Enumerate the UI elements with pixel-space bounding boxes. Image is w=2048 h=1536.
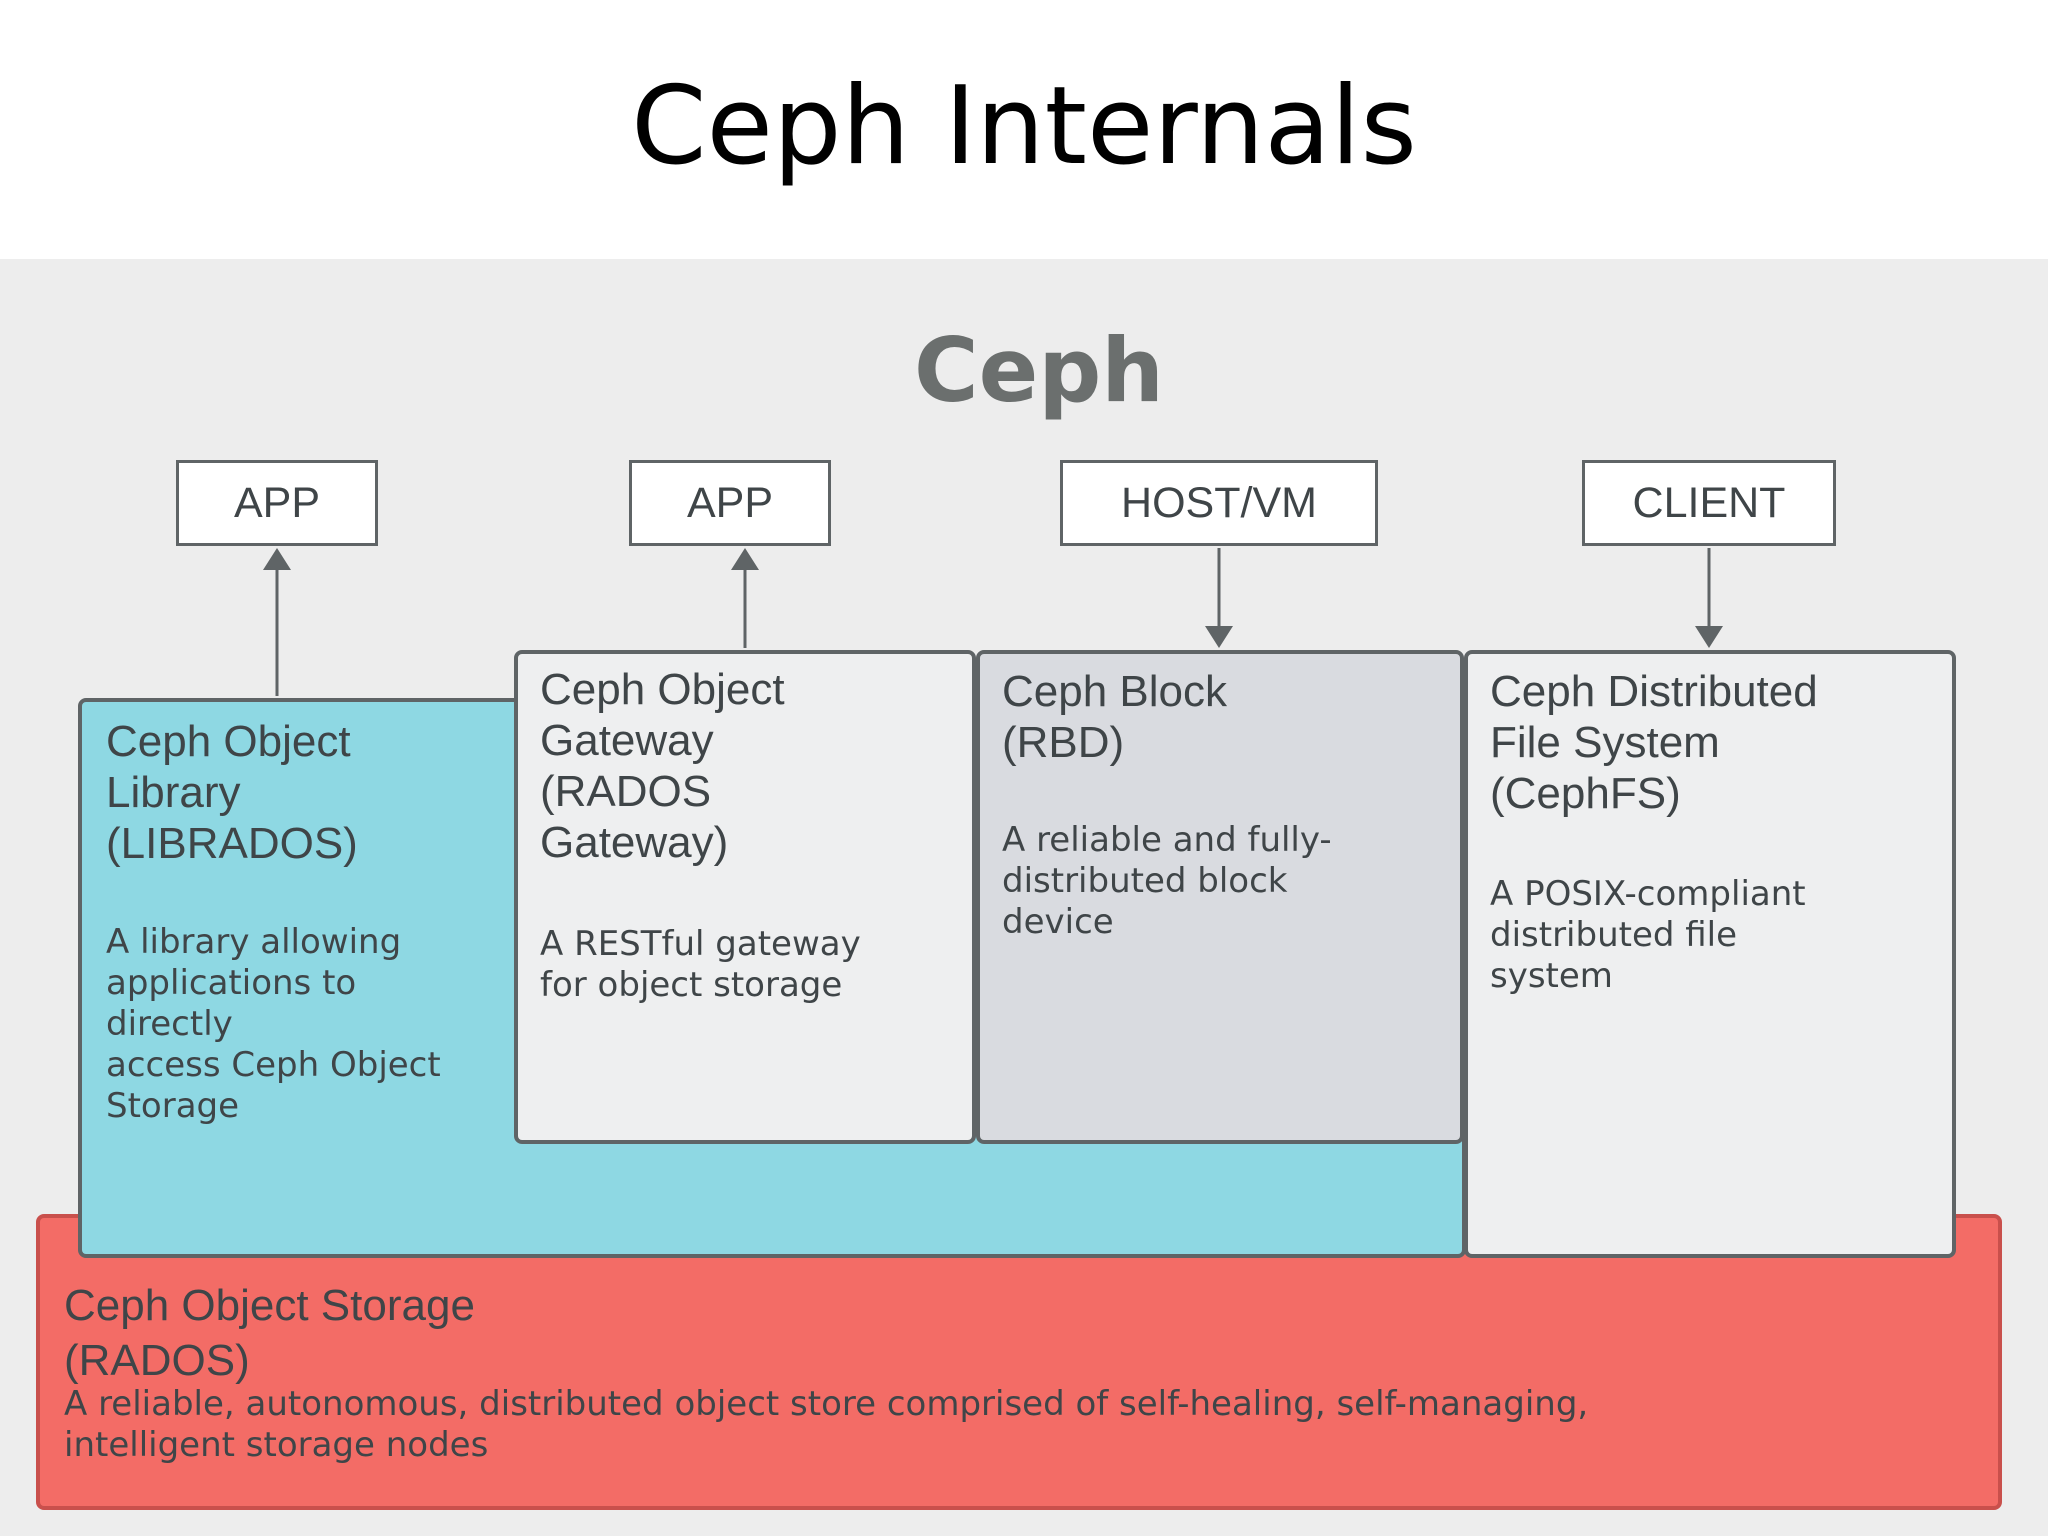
radosgw-box — [514, 650, 976, 1144]
endpoint-client: CLIENT — [1582, 460, 1836, 546]
endpoint-app-gateway: APP — [629, 460, 831, 546]
cephfs-title: Ceph Distributed File System (CephFS) — [1490, 667, 1818, 818]
librados-title: Ceph Object Library (LIBRADOS) — [106, 717, 358, 868]
radosgw-title: Ceph Object Gateway (RADOS Gateway) — [540, 665, 785, 867]
cephfs-box — [1464, 650, 1956, 1258]
rados-box — [36, 1214, 2002, 1510]
rbd-title: Ceph Block (RBD) — [1002, 667, 1228, 767]
rbd-description: A reliable and fully- distributed block … — [1002, 820, 1332, 942]
diagram-heading: Ceph — [914, 319, 1164, 422]
rbd-box — [976, 650, 1464, 1144]
rados-title: Ceph Object Storage (RADOS) — [64, 1281, 475, 1385]
cephfs-description: A POSIX-compliant distributed file syste… — [1490, 874, 1806, 996]
slide-title: Ceph Internals — [631, 64, 1417, 189]
endpoint-host-vm: HOST/VM — [1060, 460, 1378, 546]
endpoint-app-librados: APP — [176, 460, 378, 546]
radosgw-description: A RESTful gateway for object storage — [540, 924, 861, 1005]
rados-description: A reliable, autonomous, distributed obje… — [64, 1384, 1589, 1465]
librados-description: A library allowing applications to direc… — [106, 922, 441, 1126]
